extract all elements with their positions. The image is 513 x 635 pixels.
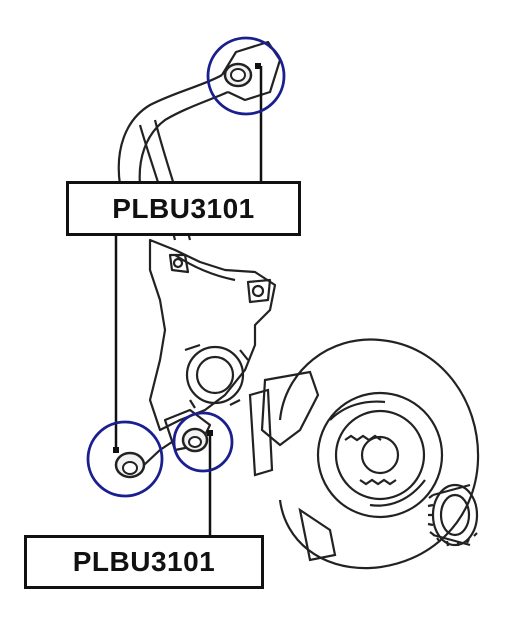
callout-circles — [86, 36, 286, 498]
callout-circle-upper-bushing — [206, 36, 286, 116]
steering-knuckle — [148, 238, 277, 452]
callout-circle-lower-left-bushing — [86, 420, 164, 498]
upper-bushing — [223, 62, 261, 88]
part-number-label-top: PLBU3101 — [66, 181, 301, 236]
lower-bushings — [113, 427, 213, 479]
part-number-label-bottom: PLBU3101 — [24, 535, 264, 589]
hub-flange — [427, 483, 479, 547]
callout-circle-lower-right-bushing — [172, 411, 234, 473]
brake-backing-plate — [248, 338, 480, 570]
callout-leaders — [114, 66, 263, 535]
